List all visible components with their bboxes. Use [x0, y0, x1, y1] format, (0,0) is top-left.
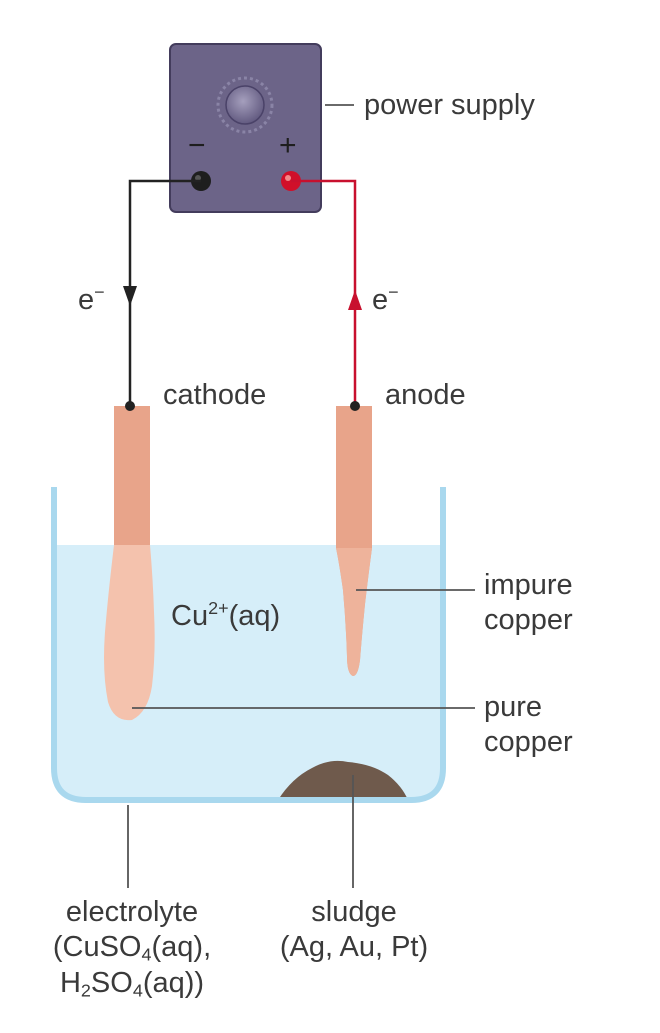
cathode-electrode [114, 406, 150, 546]
cathode-connection-dot [125, 401, 135, 411]
anode-connection-dot [350, 401, 360, 411]
anode-label: anode [385, 379, 466, 411]
sludge-pile [278, 760, 408, 800]
power-supply [169, 43, 322, 213]
positive-wire [291, 179, 357, 406]
dial-knob-icon [216, 76, 274, 134]
electron-label-right: e− [372, 282, 399, 316]
electron-label-left: e− [78, 282, 105, 316]
power-supply-label: power supply [364, 89, 535, 121]
electrolyte-label: electrolyte (CuSO4(aq), H2SO4(aq)) [52, 896, 212, 1001]
electron-arrow-down-icon [123, 286, 137, 306]
pure-copper-deposit [104, 545, 155, 721]
negative-sign-label: − [188, 129, 206, 162]
positive-sign-label: + [279, 129, 297, 162]
copper-ion-label: Cu2+(aq) [171, 598, 281, 632]
beaker [51, 487, 446, 803]
electron-arrow-up-icon [348, 290, 362, 310]
anode-lower-section [336, 548, 372, 676]
negative-wire [128, 179, 201, 406]
sludge-label: sludge (Ag, Au, Pt) [279, 896, 429, 963]
cathode-label: cathode [163, 379, 267, 411]
